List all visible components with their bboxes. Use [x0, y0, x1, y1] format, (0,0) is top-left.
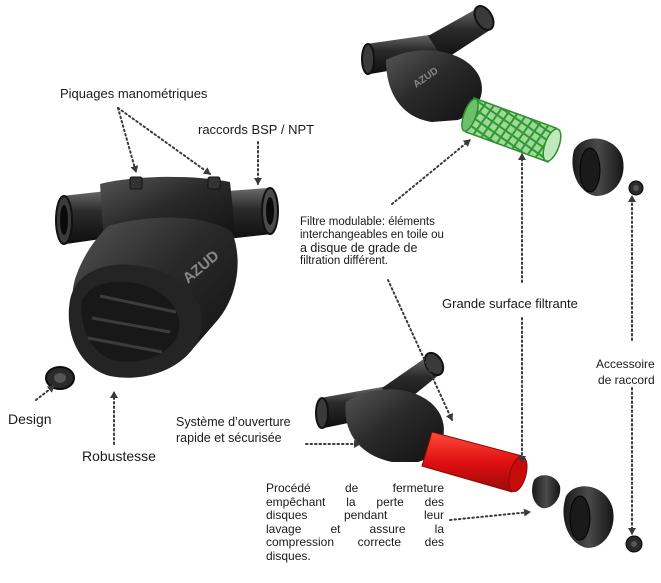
label-procede: Procédé de fermeture empêchant la perte …	[266, 481, 444, 563]
label-raccords: raccords BSP / NPT	[198, 122, 315, 137]
arrow-filtre-to-disc	[387, 279, 454, 421]
label-robustesse: Robustesse	[82, 448, 156, 464]
label-accessoire: Accessoire	[596, 357, 655, 371]
exploded-disc-filter	[315, 351, 643, 553]
filtre-line-1: Filtre modulable: éléments	[300, 216, 435, 228]
label-systeme-line2: rapide et sécurisée	[176, 431, 282, 445]
annotation-arrows	[35, 107, 636, 535]
procede-line-3: disques pendant leur	[266, 508, 444, 522]
arrow-piquage-left	[117, 107, 139, 173]
label-grande-surface: Grande surface filtrante	[442, 296, 578, 311]
filtre-line-2: interchangeables en toile ou	[300, 229, 444, 241]
label-de-raccord: de raccord	[598, 373, 655, 387]
procede-line-5: compression correcte des	[266, 535, 444, 549]
filtre-line-3: a disque de grade de	[300, 241, 418, 255]
procede-line-6: disques.	[266, 548, 311, 563]
arrow-filtre-to-screen	[391, 139, 471, 205]
main-filter-illustration: AZUD	[45, 176, 279, 390]
arrow-design	[35, 385, 55, 401]
arrow-piquage-right	[117, 107, 211, 175]
procede-line-1: Procédé de fermeture	[266, 481, 444, 495]
label-filtre-modulable: Filtre modulable: éléments interchangeab…	[300, 216, 444, 268]
procede-line-4: lavage et assure la	[266, 521, 444, 536]
label-systeme-line1: Système d’ouverture	[176, 415, 291, 429]
exploded-screen-filter: AZUD	[361, 5, 644, 196]
procede-line-2: empêchant la perte des	[266, 494, 444, 509]
arrow-procede	[449, 508, 531, 521]
filtre-line-4: filtration différent.	[300, 255, 389, 267]
label-design: Design	[8, 411, 52, 427]
label-piquages: Piquages manométriques	[60, 86, 208, 101]
